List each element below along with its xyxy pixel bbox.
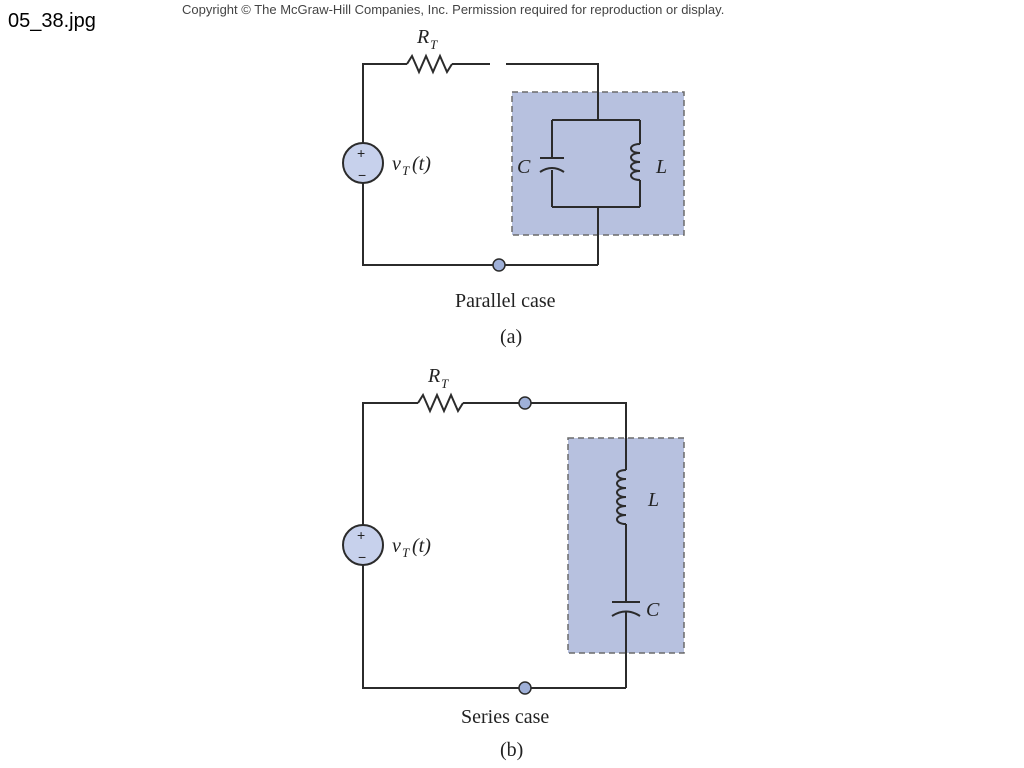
wire-b-left-top — [362, 402, 418, 525]
caption-a: Parallel case — [455, 290, 556, 312]
wire-a-right-top — [506, 63, 599, 120]
source-a-plus: + — [357, 145, 365, 161]
terminal-a-bottom — [492, 258, 506, 272]
resistor-b — [417, 392, 464, 414]
source-b-label: v — [392, 535, 401, 557]
voltage-source-b — [342, 524, 384, 566]
source-a-label: v — [392, 153, 401, 175]
circuit-parallel: + − R T v T (t) C L Parallel case (a) — [342, 26, 685, 348]
voltage-source-a — [342, 142, 384, 184]
inductor-b-label: L — [647, 489, 659, 511]
source-b-sub: T — [402, 545, 410, 560]
caption-b: Series case — [461, 706, 549, 728]
source-b-arg: (t) — [412, 535, 431, 557]
resistor-a-sub: T — [430, 37, 438, 52]
capacitor-a-plate-bottom — [539, 167, 565, 173]
source-a-sub: T — [402, 163, 410, 178]
resistor-b-label: R — [427, 365, 440, 387]
wire-b-right-top — [463, 402, 627, 470]
source-a-minus: − — [358, 167, 366, 183]
capacitor-a-label: C — [517, 156, 531, 178]
wire-b-bottom — [362, 565, 626, 689]
filename-label: 05_38.jpg — [8, 10, 96, 32]
inductor-a — [630, 143, 641, 181]
resistor-a — [406, 53, 453, 75]
wire-a-bottom — [362, 183, 598, 266]
tag-b: (b) — [500, 739, 523, 761]
source-b-minus: − — [358, 549, 366, 565]
terminal-b-top — [518, 396, 532, 410]
tag-a: (a) — [500, 326, 522, 348]
copyright-notice: Copyright © The McGraw-Hill Companies, I… — [182, 2, 725, 17]
circuit-series: + − R T v T (t) L C Series case (b) — [342, 365, 685, 761]
inductor-a-label: L — [655, 156, 667, 178]
capacitor-b-label: C — [646, 599, 660, 621]
terminal-b-bottom — [518, 681, 532, 695]
resistor-a-label: R — [416, 26, 429, 48]
inductor-b — [616, 469, 627, 525]
source-b-plus: + — [357, 527, 365, 543]
wire-a-left-top — [362, 63, 407, 143]
source-a-arg: (t) — [412, 153, 431, 175]
capacitor-b-plate-bottom — [611, 610, 641, 617]
resistor-b-sub: T — [441, 376, 449, 391]
